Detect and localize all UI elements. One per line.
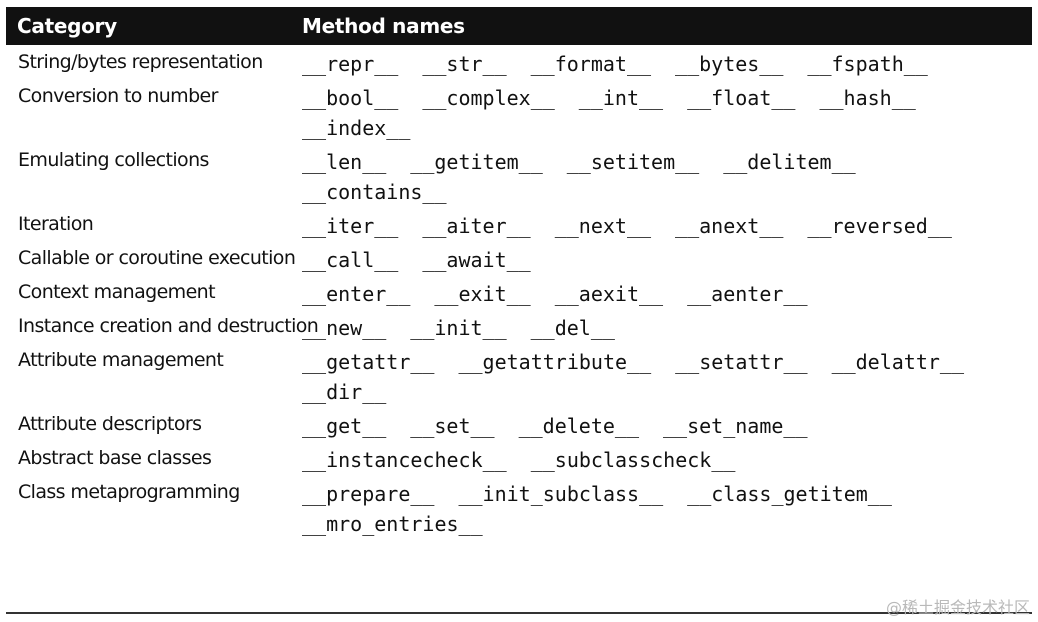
method-name: __iter__ bbox=[302, 214, 399, 238]
category-cell: Context management bbox=[18, 281, 216, 303]
method-names-cell: __prepare__ __init_subclass__ __class_geti… bbox=[291, 475, 1022, 539]
table-row: Context management __enter__ __exit__ __aex… bbox=[6, 275, 1032, 309]
method-names-cell: __get__ __set__ __delete__ __set_name__ bbox=[291, 407, 1022, 441]
method-name: __next__ bbox=[554, 214, 652, 238]
category-cell: Attribute management bbox=[18, 349, 224, 371]
method-name: __setitem__ bbox=[566, 150, 700, 174]
method-names-cell: __call__ __await__ bbox=[291, 241, 1022, 275]
method-names-cell: __new__ __init__ __del__ bbox=[291, 309, 1022, 343]
method-name: __delitem__ bbox=[723, 150, 856, 174]
category-cell: Attribute descriptors bbox=[18, 413, 202, 435]
bottom-rule bbox=[6, 612, 1032, 614]
method-name: __len__ bbox=[302, 150, 387, 174]
table-row: Callable or coroutine execution__call___… bbox=[6, 241, 1032, 275]
method-name: __bytes__ bbox=[675, 52, 784, 76]
method-name: __getitem__ bbox=[410, 150, 543, 174]
category-cell: Conversion to number bbox=[18, 85, 218, 107]
table-row: Iteration __iter__ __aiter__ __next__ __anex… bbox=[6, 207, 1032, 241]
method-names-cell: __bool__ __complex__ __int__ __float__ __has… bbox=[291, 79, 1022, 143]
method-name: __exit__ bbox=[434, 282, 531, 306]
method-name: __dir__ bbox=[302, 380, 387, 404]
category-cell: Class metaprogramming bbox=[18, 481, 240, 503]
method-name: __getattr__ bbox=[302, 350, 435, 374]
method-names-cell: __repr__ __str__ __format__ __bytes__ __fspa… bbox=[291, 45, 1022, 79]
method-name: __delete__ bbox=[518, 414, 640, 438]
method-name: __getattribute__ bbox=[458, 350, 652, 374]
method-name: __fspath__ bbox=[807, 52, 928, 76]
table-row: Conversion to number__bool____complex___… bbox=[6, 79, 1032, 143]
method-name: __set__ bbox=[410, 414, 495, 438]
special-methods-table: Category Method names String/bytes repre… bbox=[6, 7, 1032, 539]
method-name: __complex__ bbox=[422, 86, 555, 110]
category-cell: Emulating collections bbox=[18, 149, 209, 171]
method-name: __int__ bbox=[578, 86, 664, 110]
category-cell: String/bytes representation bbox=[18, 51, 263, 73]
method-name: __bool__ bbox=[302, 86, 399, 110]
method-name: __subclasscheck__ bbox=[530, 448, 736, 472]
table-row: Class metaprogramming __prepare__ __init_s… bbox=[6, 475, 1032, 539]
method-name: __init__ bbox=[410, 316, 507, 340]
method-name: __delattr__ bbox=[831, 350, 965, 374]
method-name: __reversed__ bbox=[807, 214, 952, 238]
method-name: __class_getitem__ bbox=[687, 482, 892, 506]
method-name: __mro_entries__ bbox=[302, 512, 483, 536]
table-body: String/bytes representation __repr__ __str… bbox=[6, 45, 1032, 539]
table-row: Instance creation and destruction__new__… bbox=[6, 309, 1032, 343]
method-name: __await__ bbox=[422, 248, 531, 272]
method-names-cell: __len__ __getitem__ __setitem__ __delitem__… bbox=[291, 143, 1022, 207]
method-name: __str__ bbox=[422, 52, 507, 76]
method-names-cell: __iter__ __aiter__ __next__ __anext__ __reve… bbox=[291, 207, 1022, 241]
method-name: __repr__ bbox=[302, 52, 399, 76]
category-cell: Abstract base classes bbox=[18, 447, 212, 469]
method-names-cell: __instancecheck__ __subclasscheck__ bbox=[291, 441, 1022, 475]
method-name: __set_name__ bbox=[663, 414, 808, 438]
method-name: __hash__ bbox=[819, 86, 916, 110]
method-name: __aiter__ bbox=[422, 214, 531, 238]
method-name: __get__ bbox=[302, 414, 387, 438]
method-name: __prepare__ bbox=[302, 482, 435, 506]
header-method-names: Method names bbox=[302, 14, 465, 38]
method-name: __aenter__ bbox=[687, 282, 808, 306]
method-name: __float__ bbox=[687, 86, 796, 110]
method-name: __del__ bbox=[530, 316, 615, 340]
method-name: __init_subclass__ bbox=[458, 482, 664, 506]
method-name: __format__ bbox=[530, 52, 652, 76]
watermark: @稀土掘金技术社区 bbox=[885, 598, 1030, 617]
table-row: Attribute descriptors __get__ __set__ __del… bbox=[6, 407, 1032, 441]
table-row: Abstract base classes__instancecheck____… bbox=[6, 441, 1032, 475]
method-names-cell: __enter__ __exit__ __aexit__ __aenter__ bbox=[291, 275, 1022, 309]
category-cell: Instance creation and destruction bbox=[18, 315, 319, 337]
table-row: String/bytes representation __repr__ __str… bbox=[6, 45, 1032, 79]
method-name: __enter__ bbox=[302, 282, 411, 306]
header-category: Category bbox=[17, 14, 117, 38]
method-name: __instancecheck__ bbox=[302, 448, 507, 472]
method-names-cell: __getattr__ __getattribute__ __setattr__ __… bbox=[291, 343, 1022, 407]
method-name: __contains__ bbox=[302, 180, 447, 204]
method-name: __setattr__ bbox=[675, 350, 808, 374]
category-cell: Iteration bbox=[18, 213, 94, 235]
method-name: __index__ bbox=[302, 116, 411, 140]
method-name: __call__ bbox=[302, 248, 399, 272]
table-row: Attribute management__getattr____getattr… bbox=[6, 343, 1032, 407]
category-cell: Callable or coroutine execution bbox=[18, 247, 296, 269]
method-name: __aexit__ bbox=[554, 282, 664, 306]
method-name: __anext__ bbox=[675, 214, 784, 238]
method-name: __new__ bbox=[302, 316, 387, 340]
table-row: Emulating collections__len____getitem___… bbox=[6, 143, 1032, 207]
table-header: Category Method names bbox=[6, 7, 1032, 45]
